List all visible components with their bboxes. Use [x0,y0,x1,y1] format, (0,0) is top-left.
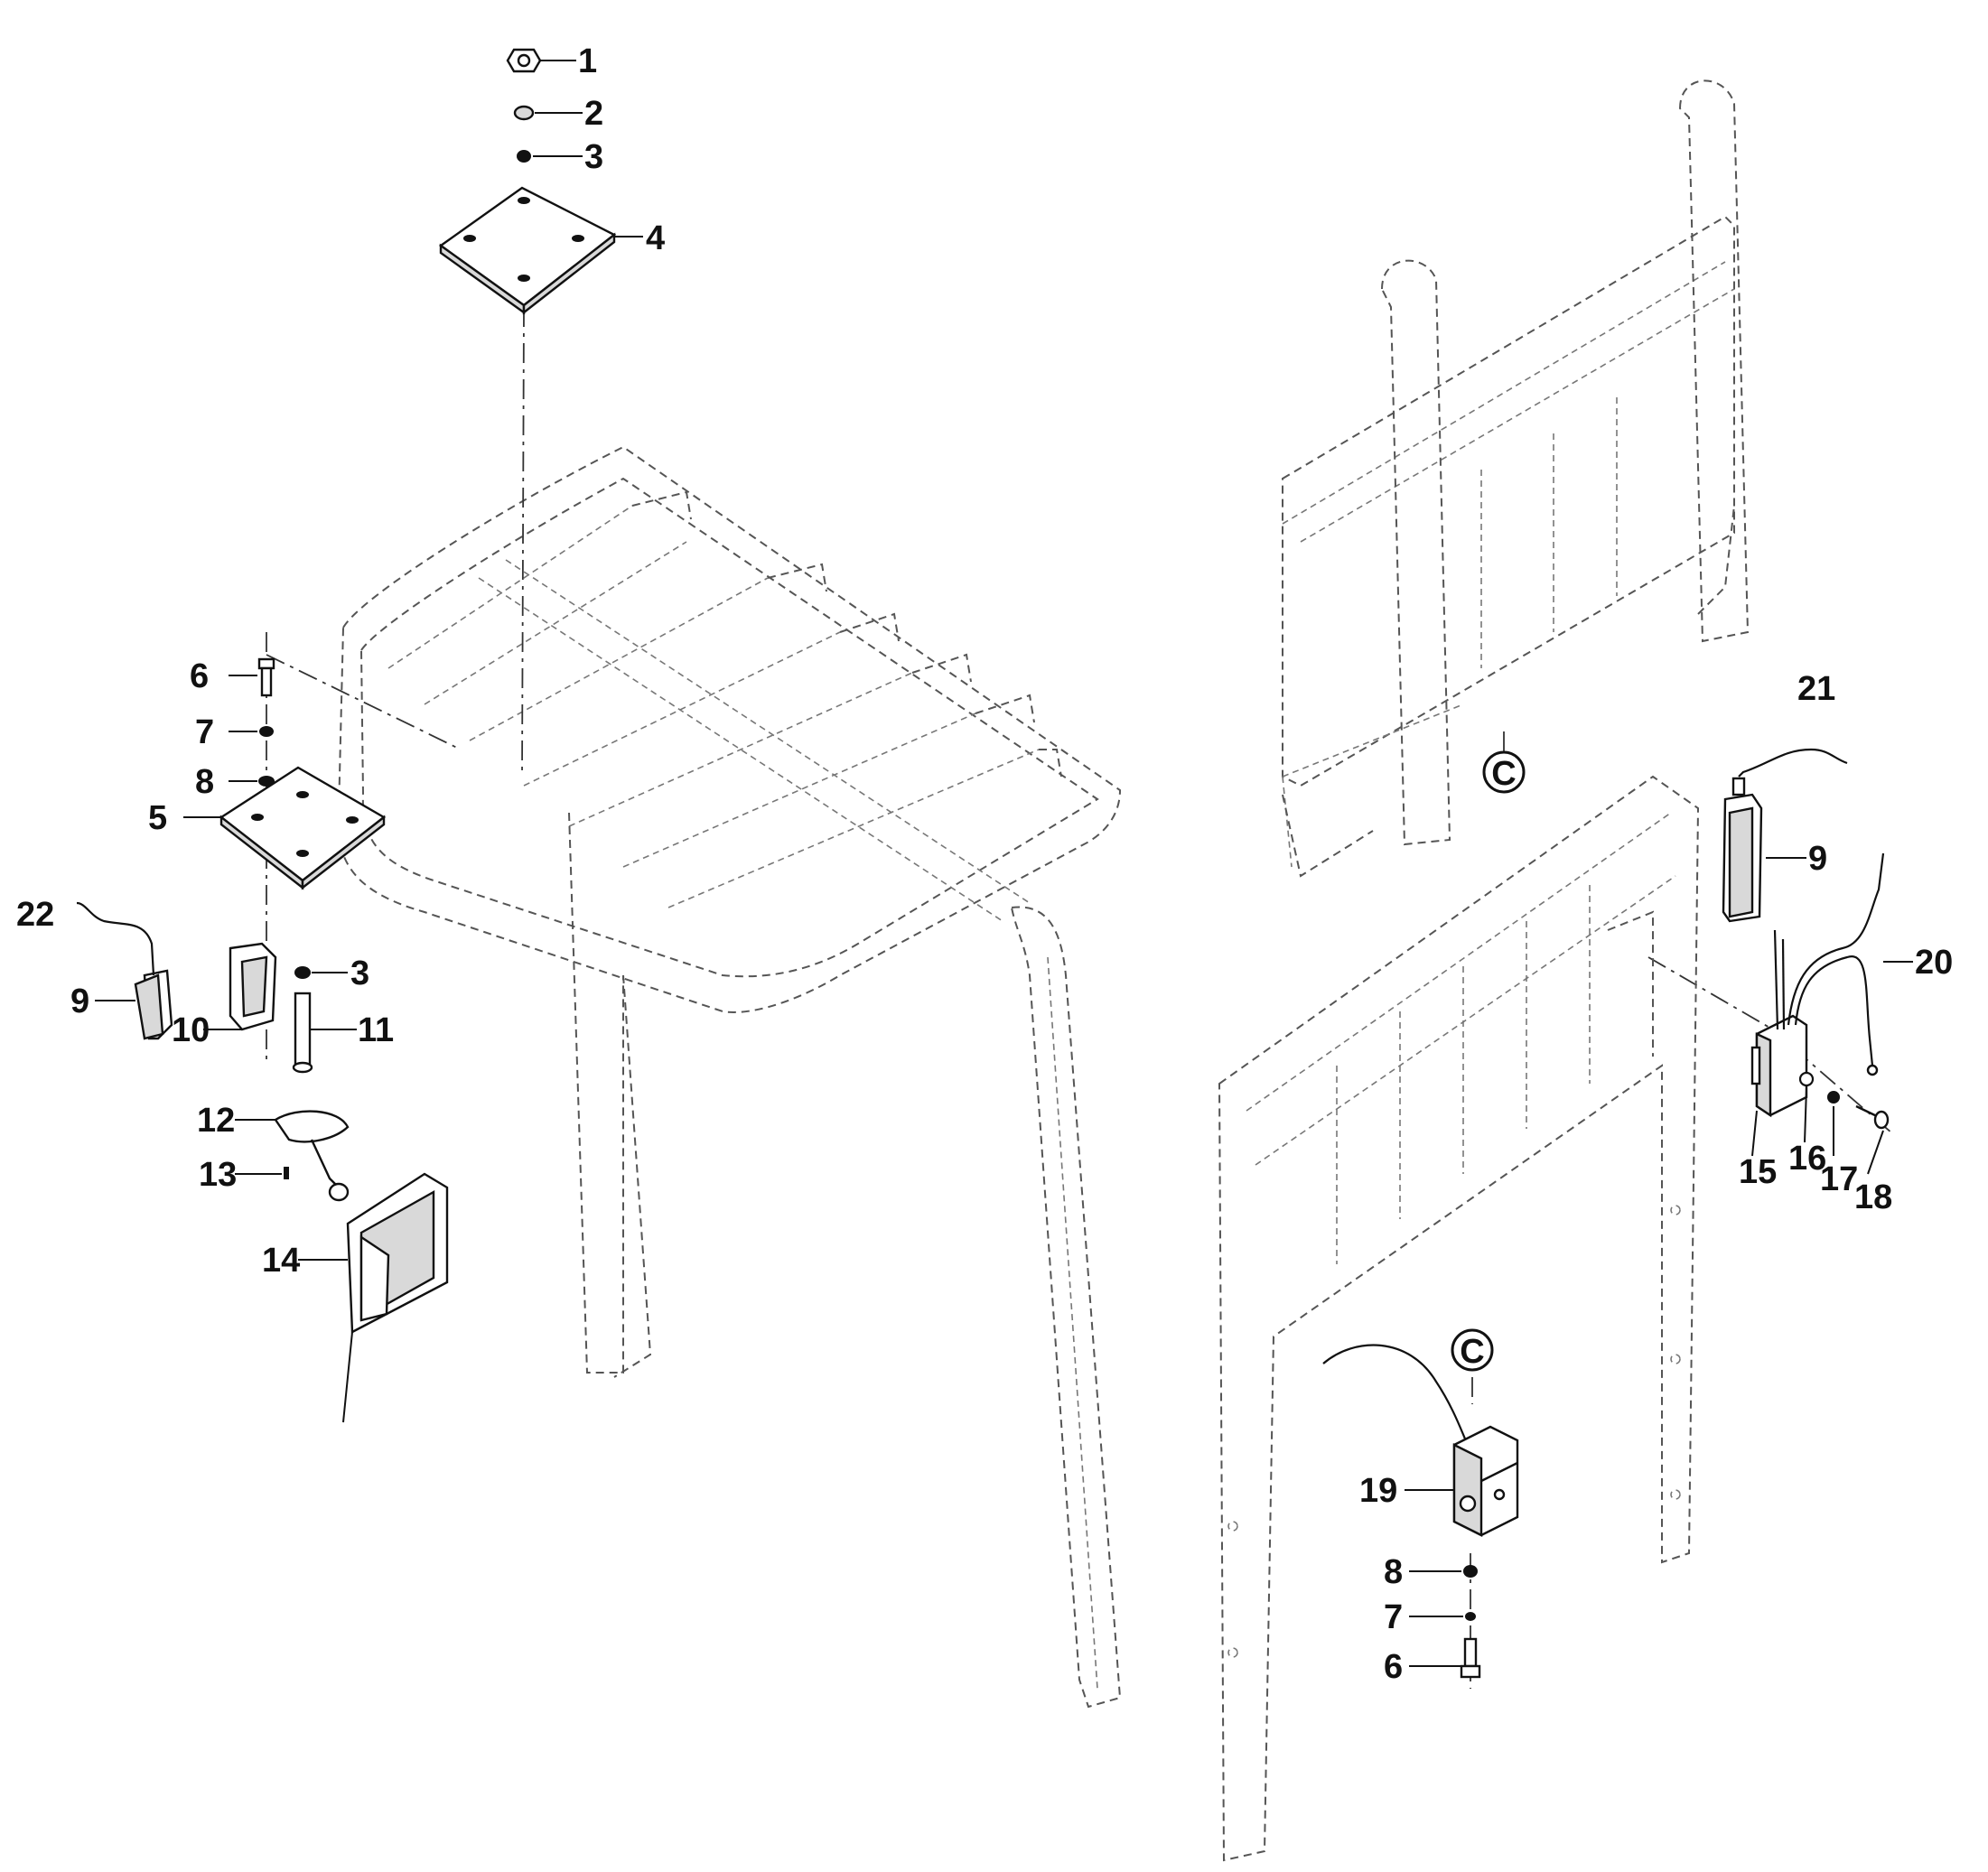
sensor-unit-part-15 [1750,929,1808,1118]
lock-washer-part-17 [1827,1091,1840,1104]
bolt-part-6 [257,657,275,697]
overhead-guard-frame [337,445,1122,1709]
callout-11: 11 [358,1011,394,1049]
callout-8a: 8 [195,763,214,801]
callout-2: 2 [584,95,603,133]
callout-12: 12 [197,1102,235,1140]
callout-16: 16 [1788,1140,1826,1178]
callout-19: 19 [1359,1472,1397,1510]
callout-22: 22 [16,896,54,934]
callout-7b: 7 [1384,1598,1403,1636]
sensor-part-9-right [1722,793,1763,923]
callout-13: 13 [199,1156,237,1194]
bracket-part-19 [1322,1344,1519,1537]
bracket-part-10 [229,942,277,1031]
mast-carriage-frame [1282,79,1750,878]
callout-8b: 8 [1384,1553,1403,1591]
lock-washer-part-7 [259,726,274,737]
screw-part-13 [284,1167,289,1179]
reference-marker-c-top-text: C [1491,755,1516,793]
callout-1: 1 [578,42,597,80]
callout-4: 4 [646,219,665,257]
mounting-axis-line-1 [521,306,525,778]
washer-part-16 [1798,1071,1815,1087]
callout-9a: 9 [70,983,89,1020]
callout-6a: 6 [190,657,209,695]
reference-marker-c-bottom: C [1451,1328,1494,1372]
bolt-part-11 [292,992,313,1074]
cable-part-20 [1787,852,1885,1076]
callout-21: 21 [1797,670,1835,708]
mirror-bracket-part-12 [274,1110,350,1202]
sensor-part-9-left [76,901,173,1040]
callout-18: 18 [1854,1178,1892,1216]
reference-marker-c-bottom-text: C [1460,1333,1484,1371]
nut-part-1 [506,48,542,73]
mounting-axis-line-2 [266,654,462,750]
callout-9b: 9 [1808,840,1827,878]
lock-washer-part-3b [294,966,311,979]
callout-10: 10 [172,1011,210,1049]
callout-20: 20 [1915,944,1953,982]
lock-washer-part-3 [517,150,531,163]
lock-washer-part-7b [1465,1612,1476,1621]
mirror-part-14 [342,1172,449,1423]
callout-5: 5 [148,799,167,837]
mast-lower-frame [1218,775,1700,1862]
washer-part-8b [1463,1565,1478,1578]
callout-17: 17 [1820,1160,1858,1198]
sensor-part-21-wire [1731,748,1848,796]
callout-3b: 3 [350,955,369,992]
screw-part-18 [1855,1104,1890,1130]
callout-15: 15 [1739,1153,1777,1191]
reference-marker-c-top: C [1482,750,1526,794]
callout-6b: 6 [1384,1648,1403,1686]
washer-part-8 [258,776,275,787]
mounting-plate-part-4 [438,186,617,315]
callout-7a: 7 [195,713,214,751]
mounting-axis-line-4 [1647,956,1789,1039]
washer-part-2 [513,105,535,121]
mounting-plate-part-5 [219,766,387,890]
bolt-part-6b [1460,1637,1481,1679]
callout-leaders [95,60,1913,1667]
callout-14: 14 [262,1242,300,1280]
callout-3a: 3 [584,138,603,176]
